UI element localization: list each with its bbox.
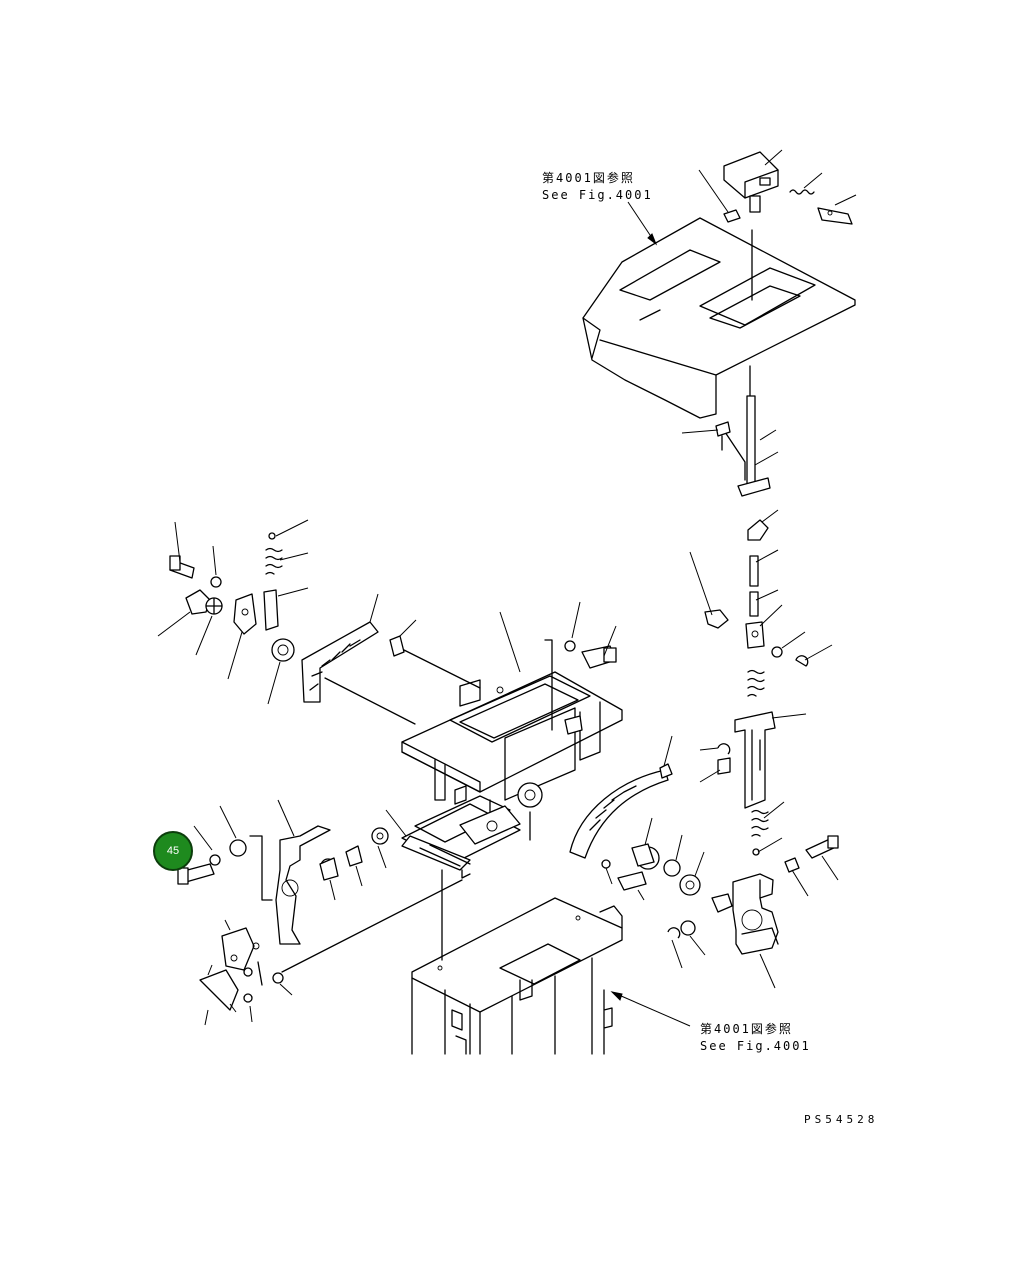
lower-frame — [411, 869, 623, 1055]
top-reference-en: See Fig.4001 — [542, 188, 653, 202]
center-bolt — [564, 601, 617, 669]
knob-hardware — [698, 169, 857, 225]
shift-rod — [681, 365, 779, 497]
reference-arrows — [610, 201, 691, 1027]
console-cover — [582, 217, 856, 419]
bottom-reference-note: 第4001図参照 See Fig.4001 — [700, 1022, 811, 1053]
part-callout-label: 45 — [166, 845, 180, 857]
lever-knob — [723, 149, 783, 213]
guide-plate — [385, 795, 521, 879]
rod-parts — [689, 509, 833, 697]
main-bracket — [401, 611, 623, 841]
left-upper-hardware — [157, 519, 309, 705]
top-reference-note: 第4001図参照 See Fig.4001 — [542, 171, 653, 202]
detent-bar — [301, 593, 481, 725]
bottom-reference-jp: 第4001図参照 — [700, 1022, 793, 1036]
part-callout-45[interactable]: 45 — [153, 831, 193, 871]
left-lower-hardware — [177, 799, 463, 1026]
bottom-reference-en: See Fig.4001 — [700, 1039, 811, 1053]
gate-bracket — [699, 711, 807, 856]
right-lower-hardware — [667, 835, 839, 989]
gear-sector — [569, 735, 705, 901]
drawing-code: PS54528 — [804, 1113, 879, 1126]
top-reference-jp: 第4001図参照 — [542, 171, 635, 185]
